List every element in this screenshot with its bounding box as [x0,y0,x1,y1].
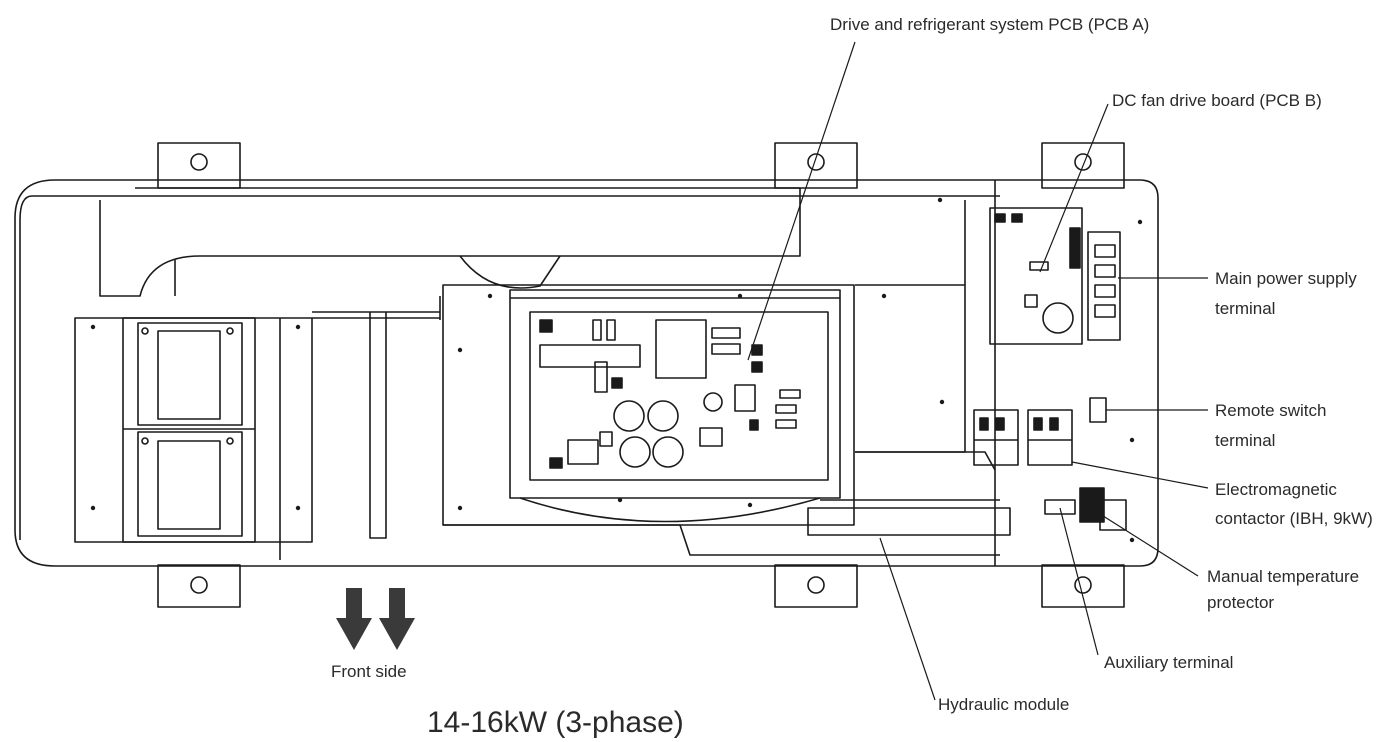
remote-switch-terminal [1089,397,1107,423]
label-remote-line1: Remote switch [1215,401,1326,420]
auxiliary-terminal-block [1044,499,1076,515]
label-pcb-b: DC fan drive board (PCB B) [1112,91,1322,110]
pcb-a-board [539,319,801,469]
label-manual-line1: Manual temperature [1207,567,1359,586]
label-contactor-line2: contactor (IBH, 9kW) [1215,509,1373,528]
pcb-b-board [989,207,1083,345]
unit-housing [14,179,1159,567]
leader-hydraulic [879,537,936,701]
label-auxiliary: Auxiliary terminal [1104,653,1233,672]
label-pcb-a: Drive and refrigerant system PCB (PCB A) [830,15,1149,34]
hydraulic-module [807,507,1011,536]
label-manual-line2: protector [1207,593,1274,612]
fan-panel [74,317,313,543]
front-arrow-icon [379,588,415,650]
leader-manual-protector [1099,513,1199,577]
main-power-terminal [1087,231,1121,341]
air-duct [99,187,801,297]
mounting-foot [157,142,1125,608]
label-contactor-line1: Electromagnetic [1215,480,1337,499]
label-main-power-line1: Main power supply [1215,269,1357,288]
label-remote-line2: terminal [1215,431,1275,450]
ibh-contactor [973,409,1073,466]
leader-pcb-a [747,41,856,361]
label-hydraulic: Hydraulic module [938,695,1069,714]
leader-pcb-b [1039,103,1109,273]
front-arrow-icon [336,588,372,650]
label-front-side: Front side [331,662,407,681]
leader-auxiliary [1059,507,1099,656]
diagram-caption: 14-16kW (3-phase) [427,706,684,739]
leader-contactor [1071,461,1209,489]
label-main-power-line2: terminal [1215,299,1275,318]
